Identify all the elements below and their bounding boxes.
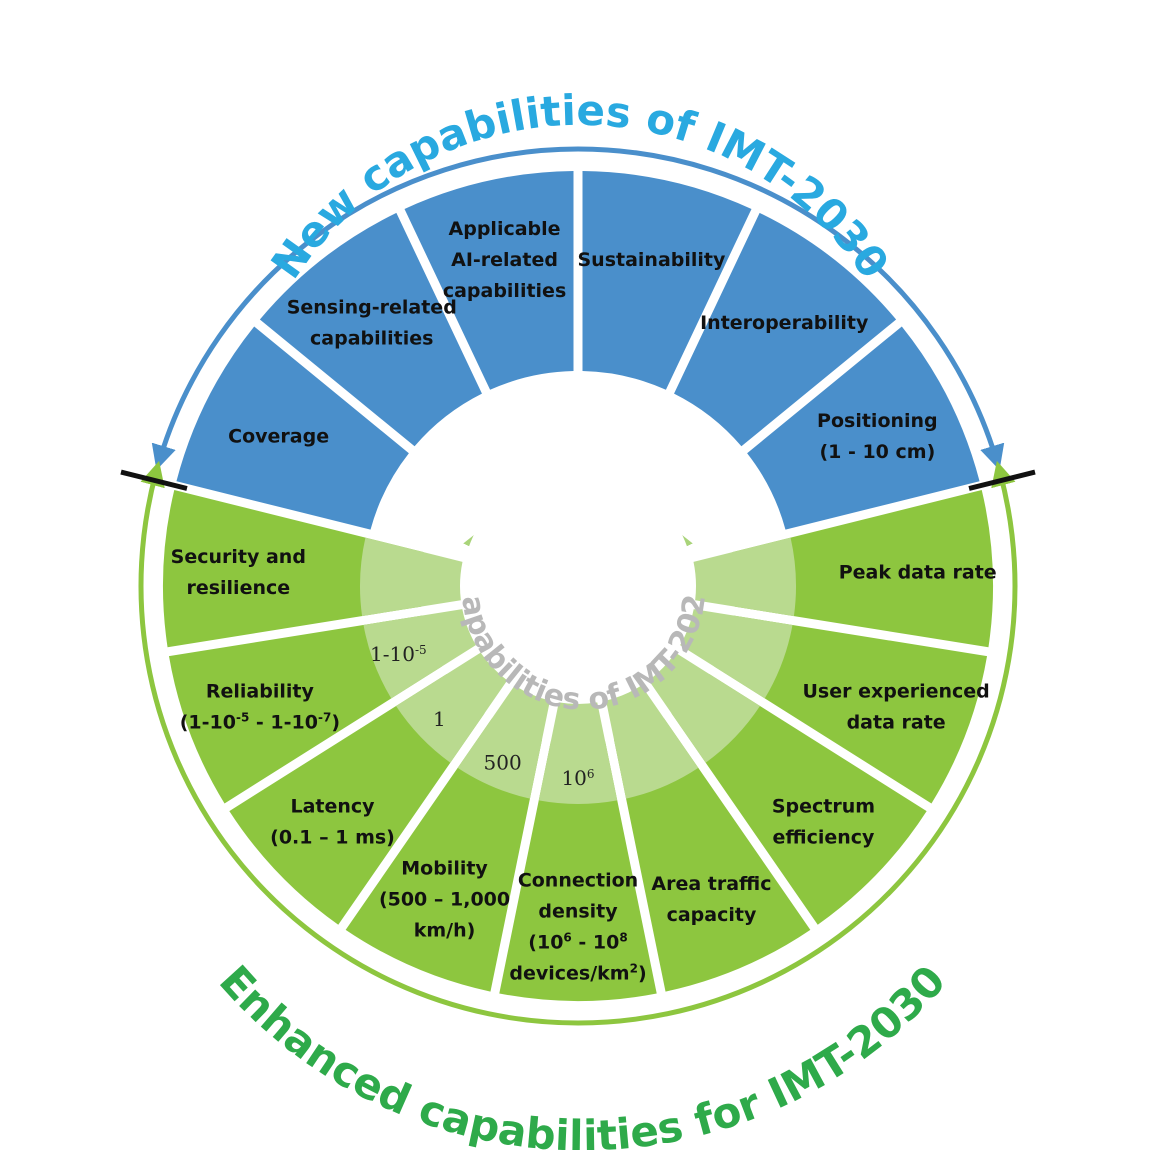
segment-ai [404,171,574,390]
label-coverage: Coverage [228,426,329,448]
inner-value-reliability: 1-10-5 [370,642,427,666]
new-arrow-left [151,146,579,471]
segment-coverage [176,326,409,530]
segment-sustainability [582,171,752,390]
segment-sensing [259,212,482,447]
segment-reliability [168,615,442,804]
segment-peak-data-rate [732,489,993,648]
segment-connection-density [499,741,657,1001]
ring-cell-peak-data-rate [693,537,796,617]
segment-user-experienced-data-rate [714,615,988,804]
label-positioning: Positioning(1 - 10 cm) [817,410,938,463]
enhanced-arrow-right [577,460,1018,1026]
segment-security [162,489,424,648]
ring-cell-connection-density [538,702,618,804]
segments-layer [162,171,993,1001]
inner-ring-layer [359,470,796,804]
divider-left [120,469,188,491]
segment-interoperability [674,212,897,447]
ring-cell-mobility [457,685,550,799]
inner-value-latency: 1 [433,707,446,731]
label-latency: Latency(0.1 – 1 ms) [270,796,395,849]
ring-cell-area-traffic-capacity [606,685,699,799]
new-arrow-right [577,146,1005,471]
ring-cell-user-experienced-data-rate [680,609,793,699]
inner-value-mobility: 500 [484,751,522,775]
divider-right [968,469,1036,491]
ring-cell-latency [396,652,508,763]
segment-positioning [747,326,980,530]
segment-mobility [345,718,542,992]
center-disc [462,470,694,702]
label-peak-data-rate: Peak data rate [839,561,997,583]
label-sustainability: Sustainability [578,249,727,271]
enhanced-arrow-left [138,460,579,1026]
label-reliability: Reliability(1-10-5 - 1-10-7) [180,680,340,733]
label-interoperability: Interoperability [700,312,869,334]
inner-value-connection-density: 106 [561,766,594,790]
ring-cell-security [359,537,463,617]
ring-cell-reliability [363,609,476,699]
segment-area-traffic-capacity [614,718,811,992]
ring-cell-spectrum-efficiency [648,652,760,763]
